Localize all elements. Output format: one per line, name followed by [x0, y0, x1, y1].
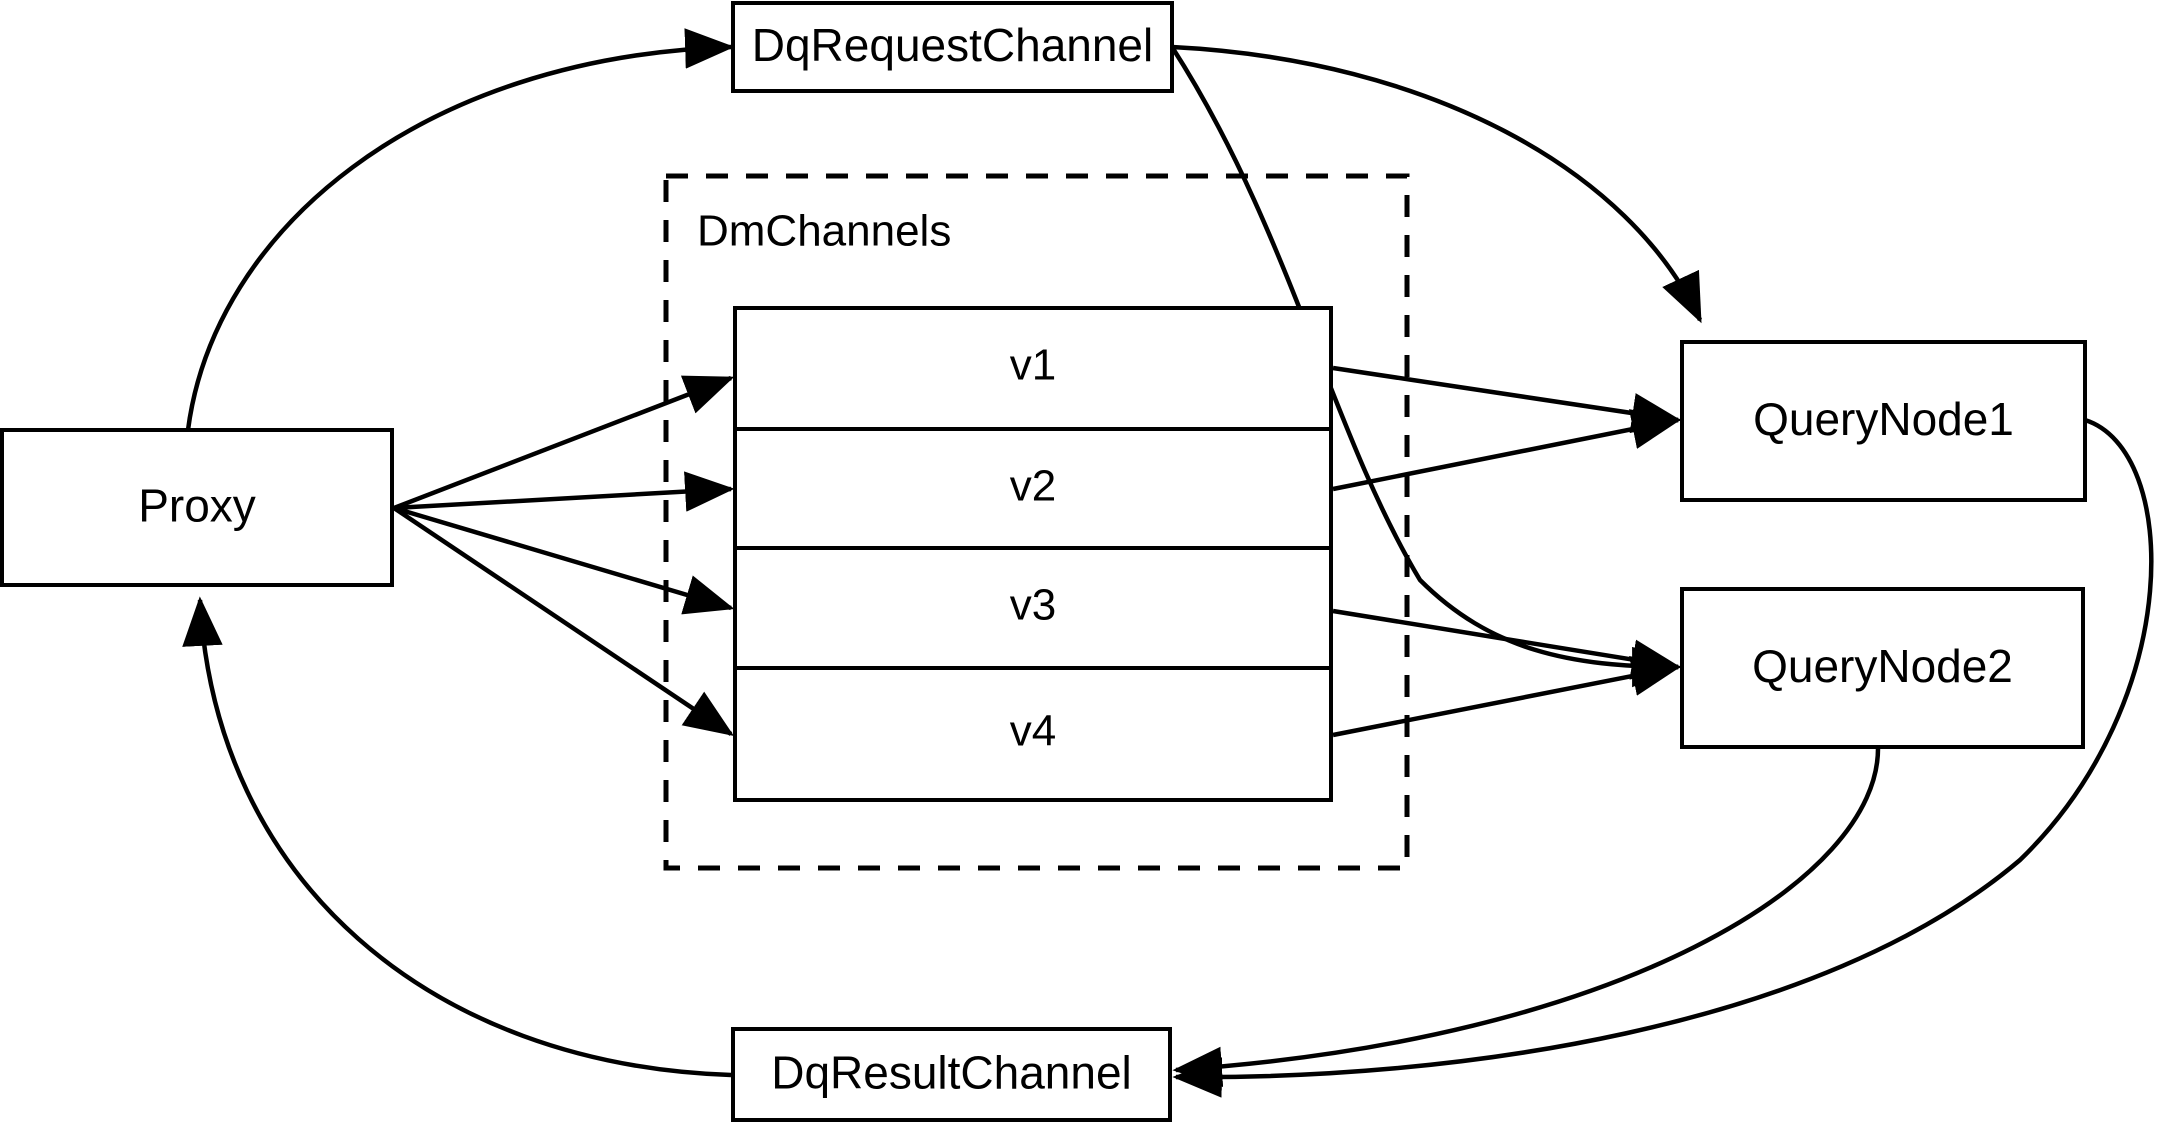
proxy-to-v4 [392, 506, 734, 737]
node-dq-result-channel[interactable]: DqResultChannel [731, 1027, 1172, 1122]
node-dq-result-channel-label: DqResultChannel [771, 1047, 1132, 1099]
channel-row-v2[interactable]: v2 [1010, 462, 1056, 511]
proxy-to-v2 [393, 471, 735, 512]
node-proxy-box [0, 428, 394, 587]
query-node-2-to-dq-result-channel [1172, 746, 1881, 1088]
node-query-node-2[interactable]: QueryNode2 [1680, 587, 2085, 749]
node-query-node-2-box [1680, 587, 2085, 749]
dq-request-channel-to-query-node-2 [1170, 45, 1682, 688]
node-dq-request-channel[interactable]: DqRequestChannel [731, 1, 1174, 93]
node-dq-result-channel-box [731, 1027, 1172, 1122]
proxy-to-v1 [393, 375, 735, 511]
dq-result-channel-to-proxy [182, 596, 732, 1078]
node-query-node-1-label: QueryNode1 [1753, 393, 2014, 445]
proxy-to-v3 [393, 505, 735, 615]
v2-to-query-node-1 [1332, 409, 1682, 492]
dq-request-channel-to-query-node-1 [1171, 44, 1703, 324]
node-query-node-1[interactable]: QueryNode1 [1680, 340, 2087, 502]
node-query-node-2-label: QueryNode2 [1752, 640, 2013, 692]
channel-row-v3[interactable]: v3 [1010, 581, 1056, 630]
channel-row-v1[interactable]: v1 [1010, 341, 1056, 390]
proxy-to-dq-request-channel [185, 28, 735, 431]
node-dq-request-channel-label: DqRequestChannel [752, 19, 1154, 71]
dm-channels-table: v1 v2 v3 v4 [733, 306, 1333, 802]
dm-channels-group: DmChannels [663, 173, 1410, 871]
v1-to-query-node-1 [1332, 365, 1682, 434]
node-proxy-label: Proxy [138, 480, 256, 532]
node-query-node-1-box [1680, 340, 2087, 502]
edges-layer [182, 28, 2154, 1098]
channel-row-v4[interactable]: v4 [1010, 707, 1056, 756]
channel-table-border [733, 306, 1333, 802]
node-dq-request-channel-box [731, 1, 1174, 93]
v3-to-query-node-2 [1332, 608, 1682, 680]
node-proxy[interactable]: Proxy [0, 428, 394, 587]
v4-to-query-node-2 [1332, 656, 1682, 738]
dm-channels-label: DmChannels [697, 207, 951, 256]
query-node-1-to-dq-result-channel [1172, 417, 2154, 1098]
dm-channels-border [663, 173, 1410, 871]
